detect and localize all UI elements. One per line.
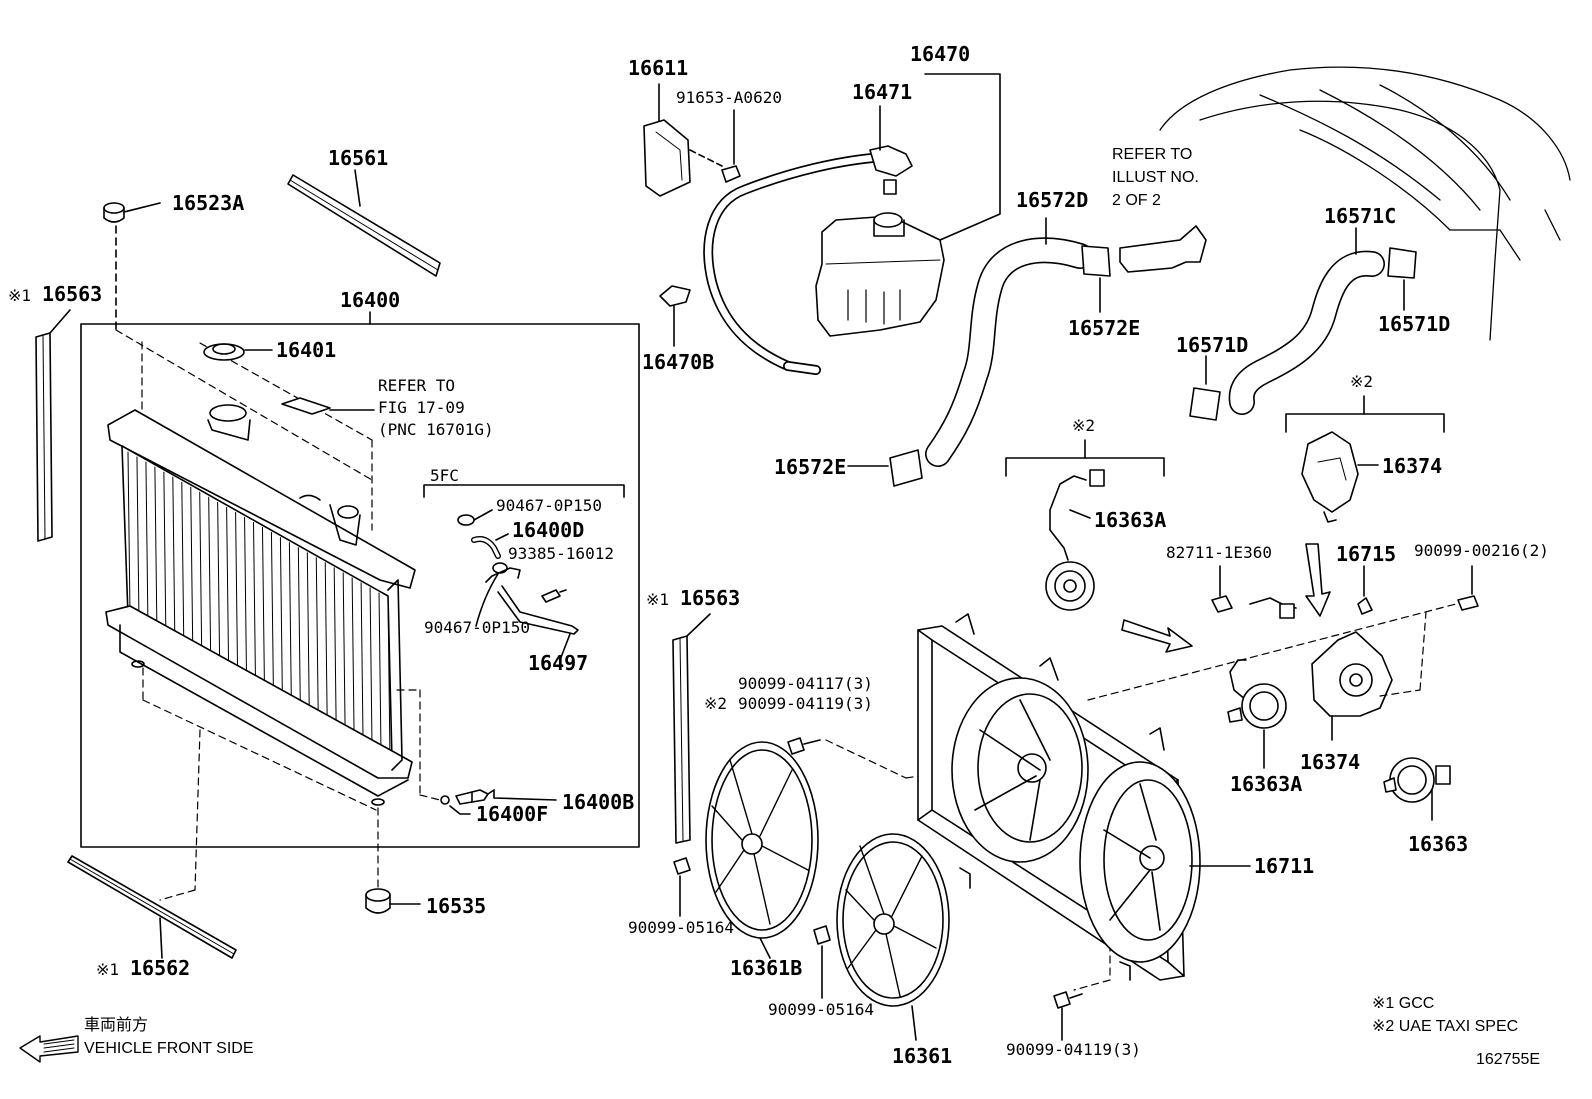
- label-82711: 82711-1E360: [1166, 543, 1272, 562]
- cover-16374-top: [1301, 431, 1379, 523]
- refer-fig-line1: REFER TO: [378, 376, 456, 395]
- refer-fig-line2: FIG 17-09: [378, 398, 465, 417]
- refer-illust-line3: 2 OF 2: [1112, 192, 1161, 209]
- note1-mark-mid: ※1: [646, 590, 670, 609]
- label-90099-05164-a: 90099-05164: [628, 918, 734, 937]
- label-16715: 16715: [1336, 542, 1397, 566]
- subgroup-5fc: [423, 484, 625, 661]
- vehicle-front-en: VEHICLE FRONT SIDE: [84, 1040, 254, 1057]
- motor-16363: [1383, 757, 1451, 821]
- bracket-note2-right: [1285, 395, 1445, 433]
- cover-16374-bot: [1311, 631, 1393, 741]
- legend-gcc: ※1 GCC: [1372, 995, 1435, 1012]
- label-90099-04117: 90099-04117(3): [738, 674, 873, 693]
- note1-mark-bot: ※1: [96, 960, 120, 979]
- label-90099-04119-bot: 90099-04119(3): [1006, 1040, 1141, 1059]
- label-16471: 16471: [852, 80, 913, 104]
- label-16523A: 16523A: [172, 191, 245, 215]
- fan-16361: [836, 833, 950, 1041]
- clip-82711: [1211, 565, 1233, 613]
- shroud-16711: [917, 613, 1251, 981]
- label-16535: 16535: [426, 894, 487, 918]
- front-arrow-icon: [19, 1035, 79, 1063]
- clip-16470B: [659, 285, 691, 347]
- radiator-core: [105, 404, 416, 806]
- seal-16562: [67, 855, 237, 959]
- label-16374-top: 16374: [1382, 454, 1443, 478]
- cushion-16535: [365, 888, 421, 914]
- label-5fc: 5FC: [430, 466, 459, 485]
- note2-mark-right: ※2: [1350, 372, 1374, 391]
- label-16470B: 16470B: [642, 350, 715, 374]
- label-16571C: 16571C: [1324, 204, 1397, 228]
- label-90099-05164-b: 90099-05164: [768, 1000, 874, 1019]
- note2-mark-mid: ※2: [1072, 416, 1096, 435]
- refer-illust-line2: ILLUST NO.: [1112, 169, 1199, 186]
- label-90467-a: 90467-0P150: [496, 496, 602, 515]
- hose-16572D: [847, 217, 1207, 487]
- label-16561: 16561: [328, 146, 389, 170]
- label-16400F: 16400F: [476, 802, 549, 826]
- cushion-16523A: [103, 202, 161, 331]
- label-16400B: 16400B: [562, 790, 635, 814]
- hose-16571C: [1189, 227, 1417, 421]
- radiator-box: [80, 311, 640, 848]
- seal-16563-left: [35, 309, 71, 542]
- label-16400: 16400: [340, 288, 401, 312]
- bracket-note2-mid: [1005, 439, 1165, 477]
- radiator-cap-16401: [203, 343, 273, 361]
- seal-16563-mid: [672, 613, 711, 844]
- seal-16561: [287, 169, 441, 277]
- hose-16471: [703, 105, 913, 375]
- motor-16363A-top: [1045, 469, 1105, 611]
- label-16572D: 16572D: [1016, 188, 1089, 212]
- label-16497: 16497: [528, 651, 589, 675]
- bolt-90099-04119-bot: [1053, 991, 1083, 1041]
- label-16711: 16711: [1254, 854, 1315, 878]
- label-16572E-low: 16572E: [774, 455, 847, 479]
- refer-illust-line1: REFER TO: [1112, 146, 1193, 163]
- label-16400D: 16400D: [512, 518, 585, 542]
- note2-mark-bolt: ※2: [704, 694, 728, 713]
- label-16361: 16361: [892, 1044, 953, 1068]
- label-16572E-top: 16572E: [1068, 316, 1141, 340]
- vehicle-front-jp: 車両前方: [84, 1017, 149, 1034]
- engine-outline: [1159, 66, 1571, 341]
- label-16361B: 16361B: [730, 956, 803, 980]
- assembly-arrows: [1121, 543, 1331, 653]
- note1-mark-left: ※1: [8, 286, 32, 305]
- label-16363A-bot: 16363A: [1230, 772, 1303, 796]
- label-16611: 16611: [628, 56, 689, 80]
- label-16571D-right: 16571D: [1378, 312, 1451, 336]
- tank-16470: [815, 73, 1001, 337]
- bolt-90099-00216: [1457, 565, 1479, 611]
- label-16571D-left: 16571D: [1176, 333, 1249, 357]
- nuts-90099-05164: [673, 857, 831, 999]
- label-91653-A0620: 91653-A0620: [676, 88, 782, 107]
- motor-16363A-bot: [1227, 597, 1297, 769]
- clip-16715: [1357, 565, 1373, 615]
- bolt-90099-04117: [787, 737, 821, 755]
- label-16374-bot: 16374: [1300, 750, 1361, 774]
- diagram-number: 162755E: [1476, 1051, 1541, 1068]
- label-90099-00216: 90099-00216(2): [1414, 541, 1549, 560]
- drain-plug: [440, 789, 557, 815]
- label-90099-04119-top: 90099-04119(3): [738, 694, 873, 713]
- label-16401: 16401: [276, 338, 337, 362]
- label-16562: 16562: [130, 956, 191, 980]
- fan-16361B: [705, 741, 819, 959]
- label-93385: 93385-16012: [508, 544, 614, 563]
- bolt-91653: [721, 109, 741, 183]
- label-16563-left: 16563: [42, 282, 103, 306]
- label-90467-b: 90467-0P150: [424, 618, 530, 637]
- bracket-16611: [643, 83, 723, 197]
- label-16363A-top: 16363A: [1094, 508, 1167, 532]
- refer-fig-line3: (PNC 16701G): [378, 420, 494, 439]
- label-16363: 16363: [1408, 832, 1469, 856]
- label-16470: 16470: [910, 42, 971, 66]
- label-16563-mid: 16563: [680, 586, 741, 610]
- legend-uae-taxi: ※2 UAE TAXI SPEC: [1372, 1018, 1519, 1035]
- refer-fig-pointer: [281, 397, 375, 415]
